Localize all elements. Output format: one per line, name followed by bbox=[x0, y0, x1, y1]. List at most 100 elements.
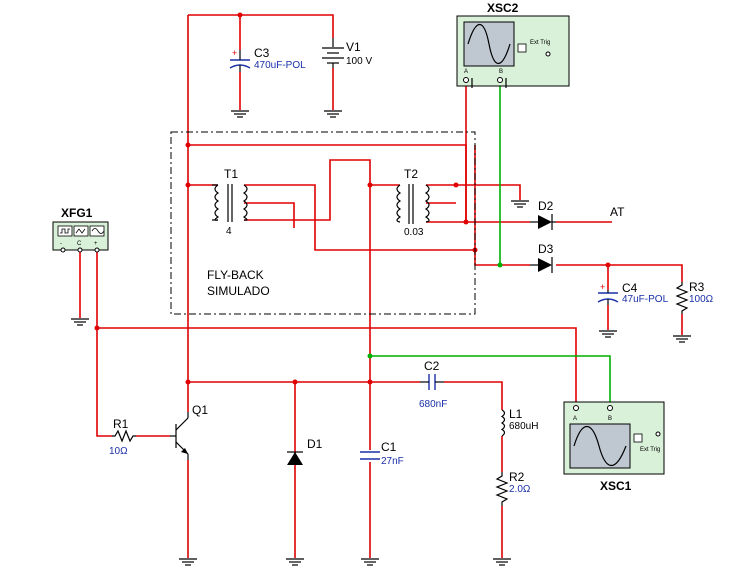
ground-icon bbox=[673, 335, 691, 343]
ground-icon bbox=[179, 558, 197, 566]
c3-value: 470uF-POL bbox=[254, 60, 306, 71]
junction bbox=[292, 379, 298, 385]
grounds bbox=[71, 110, 691, 566]
xsc1-name: XSC1 bbox=[600, 479, 632, 493]
ground-icon bbox=[324, 110, 342, 118]
junction bbox=[367, 379, 373, 385]
resistor-r1[interactable]: R1 10Ω bbox=[109, 417, 136, 457]
resistor-r2[interactable]: R2 2.0Ω bbox=[495, 470, 531, 506]
v1-name: V1 bbox=[346, 40, 361, 54]
junction bbox=[185, 182, 191, 188]
wire-xfg-plus bbox=[96, 250, 112, 437]
flyback-label-line2: SIMULADO bbox=[207, 284, 270, 298]
t2-name: T2 bbox=[404, 167, 418, 181]
battery-v1[interactable]: V1 100 V bbox=[322, 38, 372, 68]
junction bbox=[605, 262, 611, 268]
r2-value: 2.0Ω bbox=[509, 484, 531, 495]
ground-icon bbox=[71, 318, 89, 326]
d2-name: D2 bbox=[538, 199, 554, 213]
capacitor-c3[interactable]: + C3 470uF-POL bbox=[229, 46, 306, 72]
xsc2-terminal-a[interactable] bbox=[463, 77, 469, 83]
triangle-wave-icon bbox=[75, 228, 86, 234]
xsc2-trigger-button[interactable] bbox=[517, 43, 527, 53]
wire-t1-sec-mid bbox=[244, 202, 295, 228]
t1-name: T1 bbox=[224, 167, 238, 181]
wire-t1-primary-bot bbox=[188, 144, 467, 222]
xfg1-common: C bbox=[77, 241, 82, 247]
flyback-box bbox=[170, 131, 476, 315]
wire-xsc1-a bbox=[97, 327, 577, 402]
capacitor-c4[interactable]: + C4 47uF-POL bbox=[597, 281, 669, 305]
wire-c2-out bbox=[444, 381, 503, 410]
diode-d3[interactable]: D3 bbox=[530, 242, 554, 273]
d1-name: D1 bbox=[307, 437, 323, 451]
c4-value: 47uF-POL bbox=[622, 294, 669, 305]
xsc1-screen bbox=[569, 423, 631, 469]
c4-name: C4 bbox=[622, 281, 638, 295]
wire-top-rail bbox=[188, 14, 334, 38]
junction bbox=[237, 12, 243, 18]
xsc1-terminal-trig[interactable] bbox=[655, 431, 661, 437]
ground-icon bbox=[599, 330, 617, 338]
r3-value: 100Ω bbox=[689, 294, 714, 305]
xsc1-terminal-b[interactable] bbox=[607, 405, 613, 411]
xfg1-terminal-plus[interactable] bbox=[94, 247, 100, 253]
v1-value: 100 V bbox=[346, 56, 372, 67]
wire-t2-sec-top bbox=[426, 184, 521, 200]
junction bbox=[367, 353, 373, 359]
l1-value: 680uH bbox=[509, 421, 538, 432]
xfg1-plus: + bbox=[94, 241, 98, 247]
transistor-q1[interactable]: Q1 bbox=[170, 403, 208, 460]
r1-name: R1 bbox=[113, 417, 129, 431]
ground-icon bbox=[511, 200, 529, 208]
xsc1-ch-a: A bbox=[573, 416, 577, 422]
ground-icon bbox=[231, 110, 249, 118]
xsc1-terminal-a[interactable] bbox=[573, 405, 579, 411]
oscilloscope-xsc1[interactable]: Ext Trig A B XSC1 bbox=[563, 401, 665, 493]
transformer-t1[interactable]: T1 4 bbox=[212, 167, 248, 237]
r3-name: R3 bbox=[689, 280, 705, 294]
at-label: AT bbox=[610, 205, 625, 219]
xsc2-terminal-trig[interactable] bbox=[545, 51, 551, 57]
diode-d1[interactable]: D1 bbox=[287, 437, 323, 465]
xfg1-terminal-common[interactable] bbox=[77, 247, 83, 253]
oscilloscope-xsc2[interactable]: XSC2 Ext Trig A B bbox=[456, 1, 570, 88]
flyback-label-line1: FLY-BACK bbox=[207, 268, 264, 282]
d3-name: D3 bbox=[538, 242, 554, 256]
square-wave-icon bbox=[60, 228, 70, 234]
diode-d2[interactable]: D2 bbox=[530, 199, 556, 230]
xfg1-terminal-minus[interactable] bbox=[60, 247, 66, 253]
xsc1-trigger-button[interactable] bbox=[633, 433, 643, 443]
xsc2-ch-a: A bbox=[464, 69, 468, 75]
c2-value: 680nF bbox=[419, 399, 447, 410]
junction bbox=[497, 262, 503, 268]
junction bbox=[367, 182, 373, 188]
inductor-l1[interactable]: L1 680uH bbox=[500, 407, 538, 437]
wire-d3-out bbox=[556, 264, 683, 282]
transformer-t2[interactable]: T2 0.03 bbox=[396, 167, 430, 238]
wire-t1-sec-bot bbox=[244, 159, 400, 221]
function-generator-xfg1[interactable]: XFG1 - C + bbox=[52, 206, 109, 253]
q1-name: Q1 bbox=[192, 403, 208, 417]
ground-icon bbox=[286, 558, 304, 566]
junctions bbox=[94, 12, 611, 385]
wire-d3-in bbox=[474, 145, 530, 266]
junction bbox=[453, 182, 459, 188]
xsc2-waveform bbox=[467, 23, 511, 65]
t1-ratio: 4 bbox=[226, 226, 232, 237]
junction bbox=[94, 325, 100, 331]
xsc2-terminal-b[interactable] bbox=[497, 77, 503, 83]
xfg1-minus: - bbox=[60, 241, 62, 247]
junction bbox=[463, 219, 469, 225]
c1-value: 27nF bbox=[381, 456, 404, 467]
red-wires bbox=[79, 14, 683, 558]
xsc1-waveform bbox=[573, 426, 627, 466]
capacitor-c1[interactable]: C1 27nF bbox=[360, 440, 404, 467]
green-wires bbox=[370, 80, 611, 402]
xsc2-ext-trig: Ext Trig bbox=[530, 40, 550, 46]
resistor-r3[interactable]: R3 100Ω bbox=[675, 280, 714, 314]
c2-name: C2 bbox=[424, 359, 440, 373]
xsc1-ext-trig: Ext Trig bbox=[640, 447, 660, 453]
capacitor-c2[interactable]: C2 680nF bbox=[419, 359, 447, 410]
